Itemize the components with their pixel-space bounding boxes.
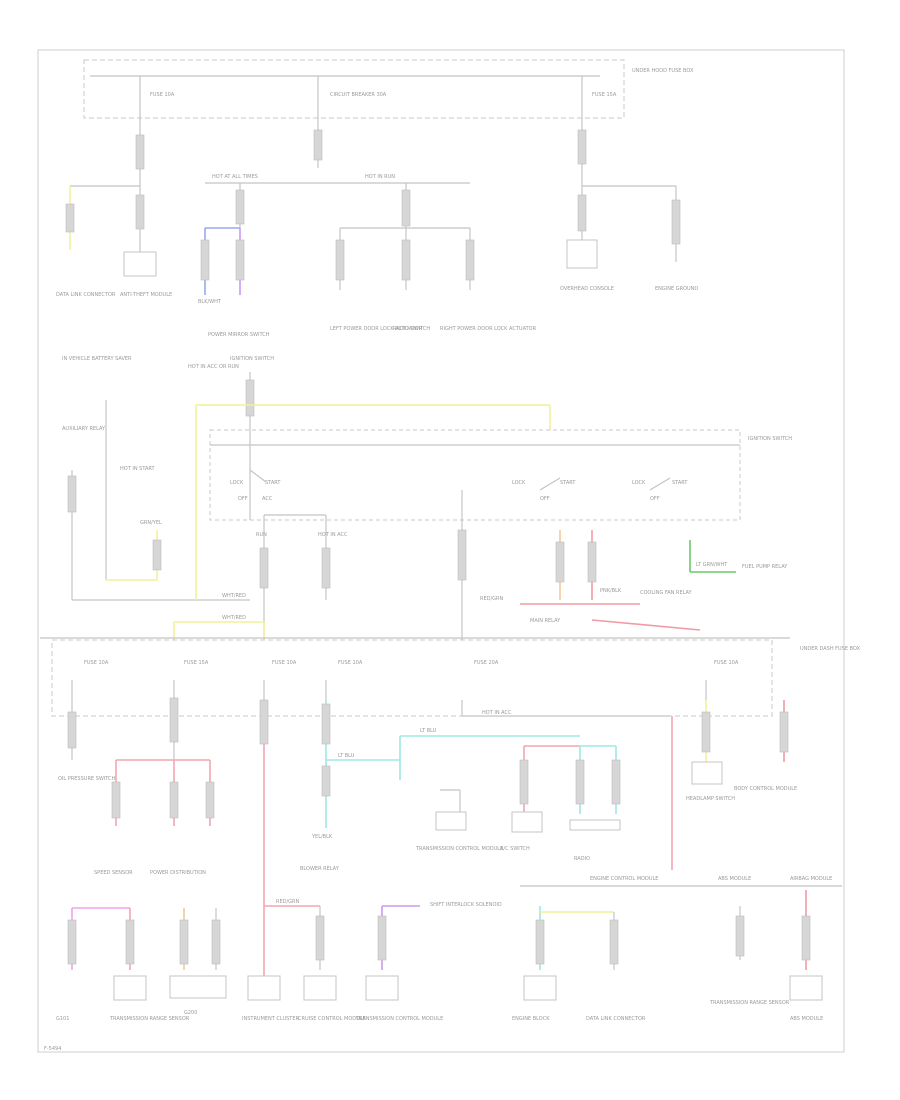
light-blue-branch: LT BLU LT BLU YEL/BLK TRANSMISSION CONTR… bbox=[311, 680, 580, 852]
fuse-4: FUSE 10A bbox=[338, 660, 363, 666]
ignition-right-contacts: LOCK START OFF RED/GRN PNK/BLK COOLING F… bbox=[457, 477, 788, 640]
lt-blu-label-2: LT BLU bbox=[420, 728, 437, 734]
ignition-switch-label: IGNITION SWITCH bbox=[230, 356, 274, 362]
fuse-1: FUSE 10A bbox=[84, 660, 109, 666]
headlamp-switch-label: HEADLAMP SWITCH bbox=[686, 796, 735, 802]
data-link-branch: DATA LINK CONNECTOR ANTI-THEFT MODULE bbox=[56, 185, 172, 298]
engine-block-label: ENGINE BLOCK bbox=[512, 1016, 550, 1022]
ignition-off-label: OFF bbox=[238, 496, 248, 502]
r2-ign-lock: LOCK bbox=[632, 480, 646, 486]
power-distribution-label: POWER DISTRIBUTION bbox=[150, 870, 206, 876]
trans-range-label: TRANSMISSION RANGE SENSOR bbox=[109, 1016, 190, 1022]
blk-wht-label: BLK/WHT bbox=[198, 299, 222, 305]
battery-saver-label: IN VEHICLE BATTERY SAVER bbox=[62, 356, 132, 362]
r-ign-lock: LOCK bbox=[512, 480, 526, 486]
trans-range-2-label: TRANSMISSION RANGE SENSOR bbox=[709, 1000, 790, 1006]
trans-control-2-label: TRANSMISSION CONTROL MODULE bbox=[355, 1016, 443, 1022]
auxiliary-relay-label: AUXILIARY RELAY bbox=[62, 426, 106, 432]
lt-blu-label: LT BLU bbox=[338, 753, 355, 759]
red-grn-label: RED/GRN bbox=[480, 596, 504, 602]
left-door-lock-label: LEFT POWER DOOR LOCK ACTUATOR bbox=[330, 326, 423, 332]
blower-relay-label: BLOWER RELAY bbox=[300, 866, 340, 872]
shift-interlock-label: SHIFT INTERLOCK SOLENOID bbox=[430, 902, 502, 908]
left-side-relay: IN VEHICLE BATTERY SAVER AUXILIARY RELAY… bbox=[62, 356, 250, 601]
cooling-label: A/C SWITCH bbox=[500, 846, 530, 852]
fuse-a-label: FUSE 10A bbox=[150, 92, 175, 98]
mid-fuse-box: UNDER DASH FUSE BOX FUSE 10A FUSE 15A FU… bbox=[40, 637, 861, 717]
ignition-switch: IGNITION SWITCH HOT IN ACC OR RUN IGNITI… bbox=[173, 356, 792, 640]
fuse-5: FUSE 20A bbox=[474, 660, 499, 666]
page-code: F-5494 bbox=[44, 1046, 61, 1052]
right-door-lock-label: RIGHT POWER DOOR LOCK ACTUATOR bbox=[440, 326, 537, 332]
right-lower: HEADLAMP SWITCH BODY CONTROL MODULE bbox=[671, 680, 797, 870]
g101-label: G101 bbox=[56, 1016, 69, 1022]
ignition-lock-label: LOCK bbox=[230, 480, 244, 486]
mid-fuse-box-label: UNDER DASH FUSE BOX bbox=[800, 646, 861, 652]
mid-top-bus: HOT AT ALL TIMES HOT IN RUN BLK/WHT POWE… bbox=[198, 174, 537, 338]
ignition-acc-label: ACC bbox=[262, 496, 273, 502]
ignition-run-label: RUN bbox=[256, 532, 267, 538]
g200-label: G200 bbox=[184, 1010, 197, 1016]
abs-label: ABS MODULE bbox=[718, 876, 751, 882]
r2-ign-off: OFF bbox=[650, 496, 660, 502]
speed-sensor-label: SPEED SENSOR bbox=[94, 870, 133, 876]
hot-in-acc-or-run-label: HOT IN ACC OR RUN bbox=[188, 364, 239, 370]
fuse-2: FUSE 15A bbox=[184, 660, 209, 666]
top-fuse-box: FUSE 10A CIRCUIT BREAKER 30A FUSE 15A UN… bbox=[83, 59, 694, 119]
inst-cluster-label: INSTRUMENT CLUSTER bbox=[242, 1016, 300, 1022]
bottom-row: G101 TRANSMISSION RANGE SENSOR G200 INST… bbox=[56, 890, 823, 1022]
hot-at-all-times-label: HOT AT ALL TIMES bbox=[212, 174, 258, 180]
fuse-6: FUSE 10A bbox=[714, 660, 739, 666]
body-control-label: BODY CONTROL MODULE bbox=[734, 786, 797, 792]
r-ign-off: OFF bbox=[540, 496, 550, 502]
wht-red-label-2: WHT/RED bbox=[222, 615, 246, 621]
bottom-bus: ENGINE CONTROL MODULE ABS MODULE AIRBAG … bbox=[430, 876, 842, 908]
right-top-branch: OVERHEAD CONSOLE ENGINE GROUND bbox=[560, 185, 698, 292]
hot-in-run-label: HOT IN RUN bbox=[365, 174, 395, 180]
radio-label: RADIO bbox=[574, 856, 590, 862]
wht-red-label: WHT/RED bbox=[222, 593, 246, 599]
red-grn-2-label: RED/GRN bbox=[276, 899, 300, 905]
circuit-breaker-label: CIRCUIT BREAKER 30A bbox=[330, 92, 387, 98]
diagram-border bbox=[37, 49, 845, 1053]
hot-in-start-label: HOT IN START bbox=[120, 466, 156, 472]
data-link-label: DATA LINK CONNECTOR bbox=[56, 292, 116, 298]
grn-yel-label: GRN/YEL bbox=[140, 520, 162, 526]
red-feed: RED/GRN BLOWER RELAY bbox=[259, 680, 340, 980]
ignition-acc-label-2: HOT IN ACC bbox=[318, 532, 348, 538]
airbag-label: AIRBAG MODULE bbox=[790, 876, 832, 882]
pink-branch: SPEED SENSOR POWER DISTRIBUTION bbox=[94, 680, 215, 876]
cooling-fan-relay-label: COOLING FAN RELAY bbox=[640, 590, 693, 596]
ignition-switch-box-label: IGNITION SWITCH bbox=[748, 436, 792, 442]
radio-switch-label: RADIO SWITCH bbox=[393, 326, 430, 332]
anti-theft-label: ANTI-THEFT MODULE bbox=[120, 292, 172, 298]
cruise-label: CRUISE CONTROL MODULE bbox=[298, 1016, 366, 1022]
fuse-c-label: FUSE 15A bbox=[592, 92, 617, 98]
yel-blk-label: YEL/BLK bbox=[311, 834, 333, 840]
fuse-3: FUSE 10A bbox=[272, 660, 297, 666]
engine-ground-label: ENGINE GROUND bbox=[655, 286, 698, 292]
fuel-pump-relay-label: FUEL PUMP RELAY bbox=[742, 564, 788, 570]
power-mirror-label: POWER MIRROR SWITCH bbox=[208, 332, 270, 338]
oil-pressure-branch: OIL PRESSURE SWITCH bbox=[58, 680, 116, 782]
hot-in-acc-label: HOT IN ACC bbox=[482, 710, 512, 716]
r2-ign-start: START bbox=[672, 480, 688, 486]
data-link-2-label: DATA LINK CONNECTOR bbox=[586, 1016, 646, 1022]
abs-2-label: ABS MODULE bbox=[790, 1016, 823, 1022]
engine-control-label: ENGINE CONTROL MODULE bbox=[590, 876, 658, 882]
oil-pressure-label: OIL PRESSURE SWITCH bbox=[58, 776, 116, 782]
r-ign-start: START bbox=[560, 480, 576, 486]
top-fuse-box-label: UNDER HOOD FUSE BOX bbox=[632, 68, 694, 74]
top-feed-wires bbox=[135, 118, 587, 258]
main-relay-label: MAIN RELAY bbox=[530, 618, 561, 624]
ac-branch: A/C SWITCH RADIO bbox=[500, 745, 621, 862]
lt-grn-wht-label: LT GRN/WHT bbox=[696, 562, 728, 568]
ignition-start-label: START bbox=[265, 480, 281, 486]
overhead-console-label: OVERHEAD CONSOLE bbox=[560, 286, 614, 292]
trans-control-label: TRANSMISSION CONTROL MODULE bbox=[415, 846, 503, 852]
pnk-blk-label: PNK/BLK bbox=[600, 588, 622, 594]
